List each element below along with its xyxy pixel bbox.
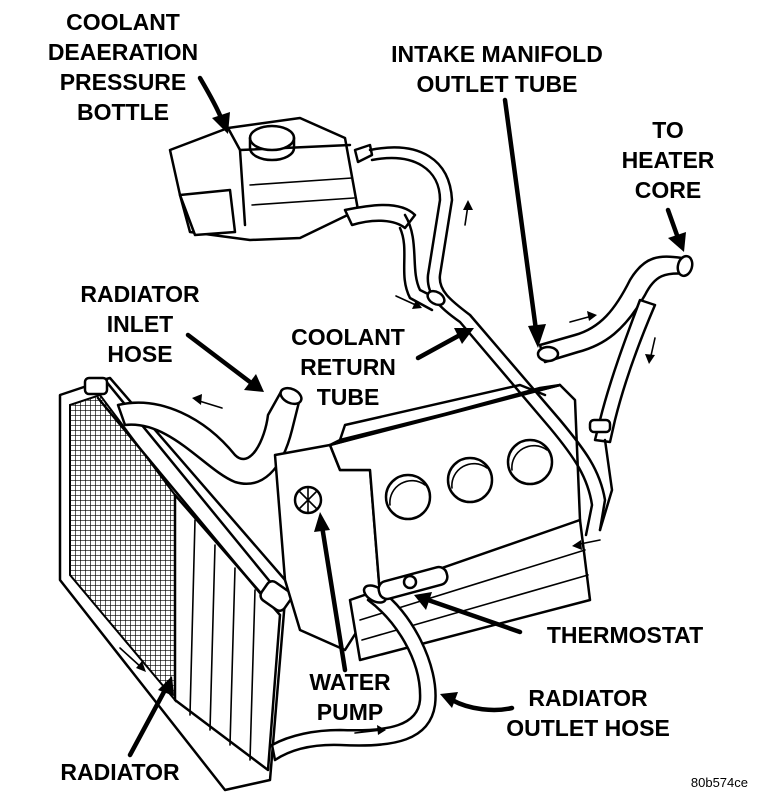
heater-hose [536,254,694,532]
coolant-return-tube [368,146,607,550]
radiator-inlet-label-line-3: HOSE [107,341,172,367]
lower-flow-arrowhead [572,540,582,550]
pressure-bottle-label-line-1: COOLANT [66,9,180,35]
engine-valve-cover [338,383,547,442]
bottle-cap [248,124,296,152]
outlet-leader-head [440,692,458,708]
radiator-corner-cap [259,580,293,612]
bottle-feed-hose-1 [403,213,442,302]
return-leader [415,332,463,361]
thermostat-leader-head [414,592,432,610]
thermostat-bolt [402,574,418,590]
bottle-ridges [249,177,355,206]
leader-arrows [127,75,686,758]
heater-leader [665,207,681,241]
pump-leader [319,523,348,673]
thermostat-label: THERMOSTAT [547,622,703,648]
heater-hose-clamp [588,418,612,434]
radiator-fins [189,519,256,761]
heater-core-label-line-2: HEATER [622,147,715,173]
heater-return-arrowhead [645,354,655,364]
coolant-return-label-line-3: TUBE [317,384,380,410]
heater-leader-head [668,232,686,252]
bottle-leader-head [212,112,230,134]
manifold-leader-head [528,324,546,348]
coolant-return-label-line-1: COOLANT [291,324,405,350]
bottle-cap-side [248,136,296,162]
outlet-flow-arrowhead [377,725,386,735]
coolant-return-label-line-2: RETURN [300,354,396,380]
heater-hose-end [676,254,694,278]
intake-manifold-label-line-2: OUTLET TUBE [417,71,578,97]
heater-flow-arrowhead [587,311,597,321]
radiator-outlet-label-line-1: RADIATOR [528,685,648,711]
return-flow-arrowhead [463,200,473,210]
outlet-leader [449,697,515,713]
figure-code: 80b574ce [691,775,748,790]
manifold-leader [502,97,539,333]
pressure-bottle-label-line-2: DEAERATION [48,39,198,65]
heater-hose-upper [538,255,690,364]
radiator-flow-arrowhead [136,661,146,672]
thermostat-housing [377,565,449,601]
radiator-inlet-label-line-2: INLET [107,311,173,337]
radiator-top-cap [83,376,109,396]
return-tube-fitting [426,289,446,307]
bottle-lower-hose [343,203,417,230]
inlet-leader-head [244,374,264,392]
radiator-flow-arrow [119,647,143,669]
pump-leader-head [314,512,330,532]
water-pump-label-line-1: WATER [309,669,391,695]
bottle-mount-bracket [178,188,237,237]
engine-top [328,383,562,447]
water-pump-label-line-2: PUMP [317,699,383,725]
pressure-bottle-label-line-3: PRESSURE [60,69,187,95]
inlet-flow-arrowhead [192,394,202,405]
thermostat-leader [425,597,523,635]
bottle-leader [197,75,225,123]
radiator-leader-head [158,676,174,696]
cylinder-port-shading [389,444,548,506]
inlet-leader [185,332,253,385]
labels: COOLANT DEAERATION PRESSURE BOTTLE INTAK… [48,9,748,790]
radiator-inlet-label-line-1: RADIATOR [80,281,200,307]
outlet-hose-body [270,588,437,762]
radiator [58,376,294,792]
heater-return-tube [598,438,614,532]
radiator-tank-edge [96,396,272,607]
heater-core-label-line-3: CORE [635,177,701,203]
inlet-hose-end [279,386,303,406]
radiator-inlet-hose [116,386,303,485]
bottle-feed-hose-2 [398,226,434,312]
radiator-outlet-label-line-2: OUTLET HOSE [506,715,670,741]
manifold-tube-fitting [536,345,560,363]
heater-core-label-line-1: TO [652,117,684,143]
return-leader-head [454,328,474,344]
pressure-bottle [168,116,417,242]
feed-flow-arrowhead [412,300,422,309]
inlet-hose-body [116,388,302,485]
intake-manifold-label-line-1: INTAKE MANIFOLD [391,41,603,67]
water-pump-hub [299,487,317,513]
return-tube-line-1 [368,146,607,532]
pressure-bottle-label-line-4: BOTTLE [77,99,169,125]
outlet-flow-arrow [354,729,383,734]
radiator-label: RADIATOR [60,759,180,785]
heater-hose-lower [593,298,657,444]
bottle-outlet-fitting [353,143,374,164]
radiator-leader [127,687,168,758]
